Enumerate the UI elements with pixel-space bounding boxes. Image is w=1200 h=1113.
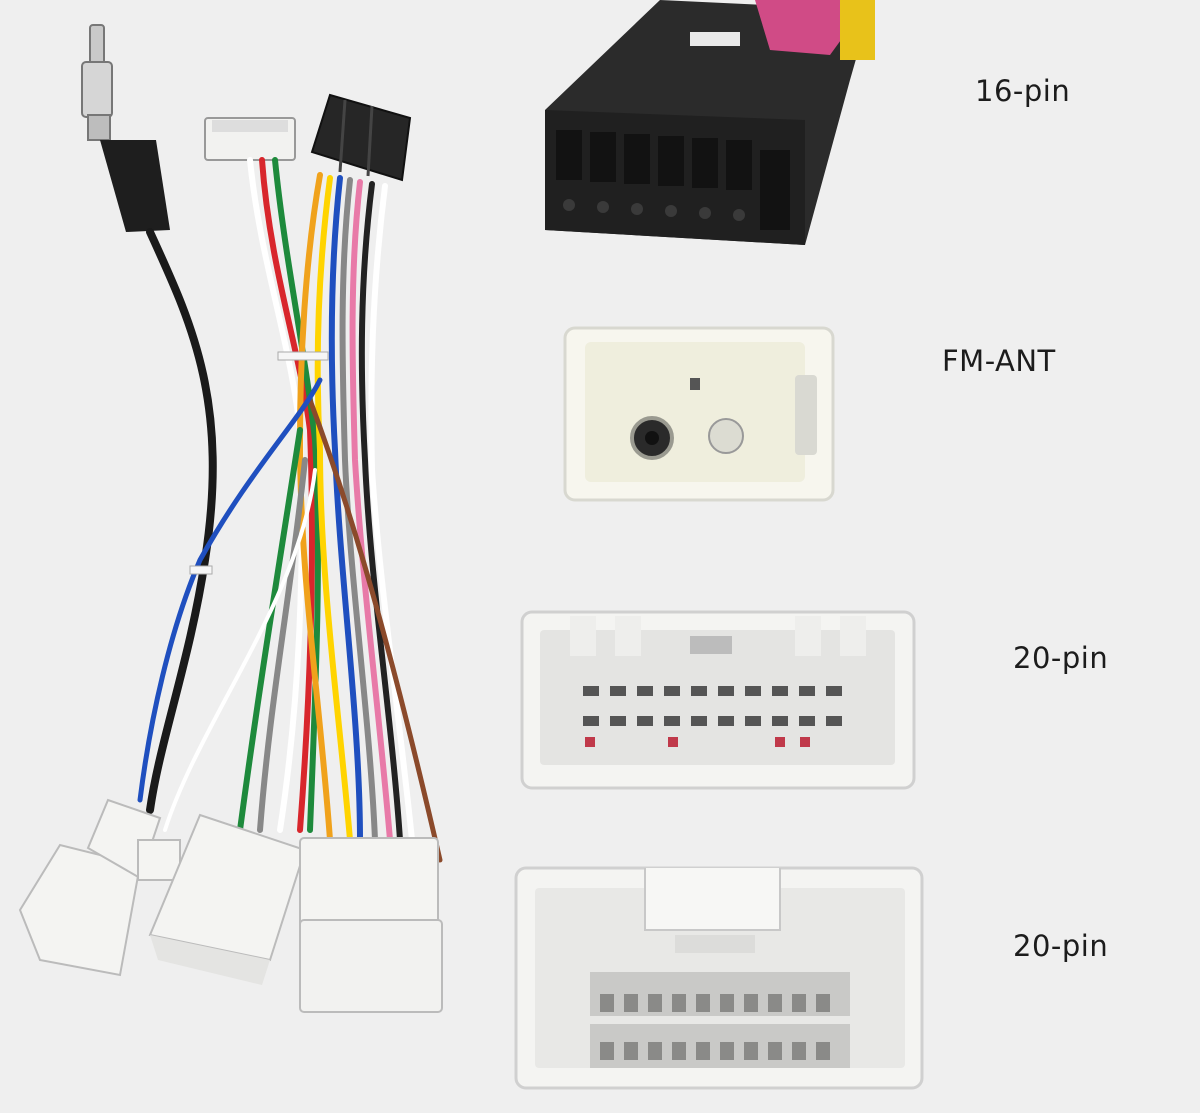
harness-black-connector [310,93,412,182]
connector-20pin-a [520,610,916,790]
wiring-harness [18,24,443,1013]
harness-white-connectors [18,798,443,1013]
antenna-plug [81,24,170,232]
label-fm-ant: FM-ANT [942,344,1056,378]
small-header-connector [204,117,296,161]
label-16-pin: 16-pin [975,74,1071,108]
connector-20pin-b [514,866,924,1090]
connector-fm-ant [563,326,835,502]
label-20-pin-a: 20-pin [1013,641,1109,675]
antenna-cable [146,228,217,814]
label-20-pin-b: 20-pin [1013,929,1109,963]
connector-16pin [545,0,875,245]
